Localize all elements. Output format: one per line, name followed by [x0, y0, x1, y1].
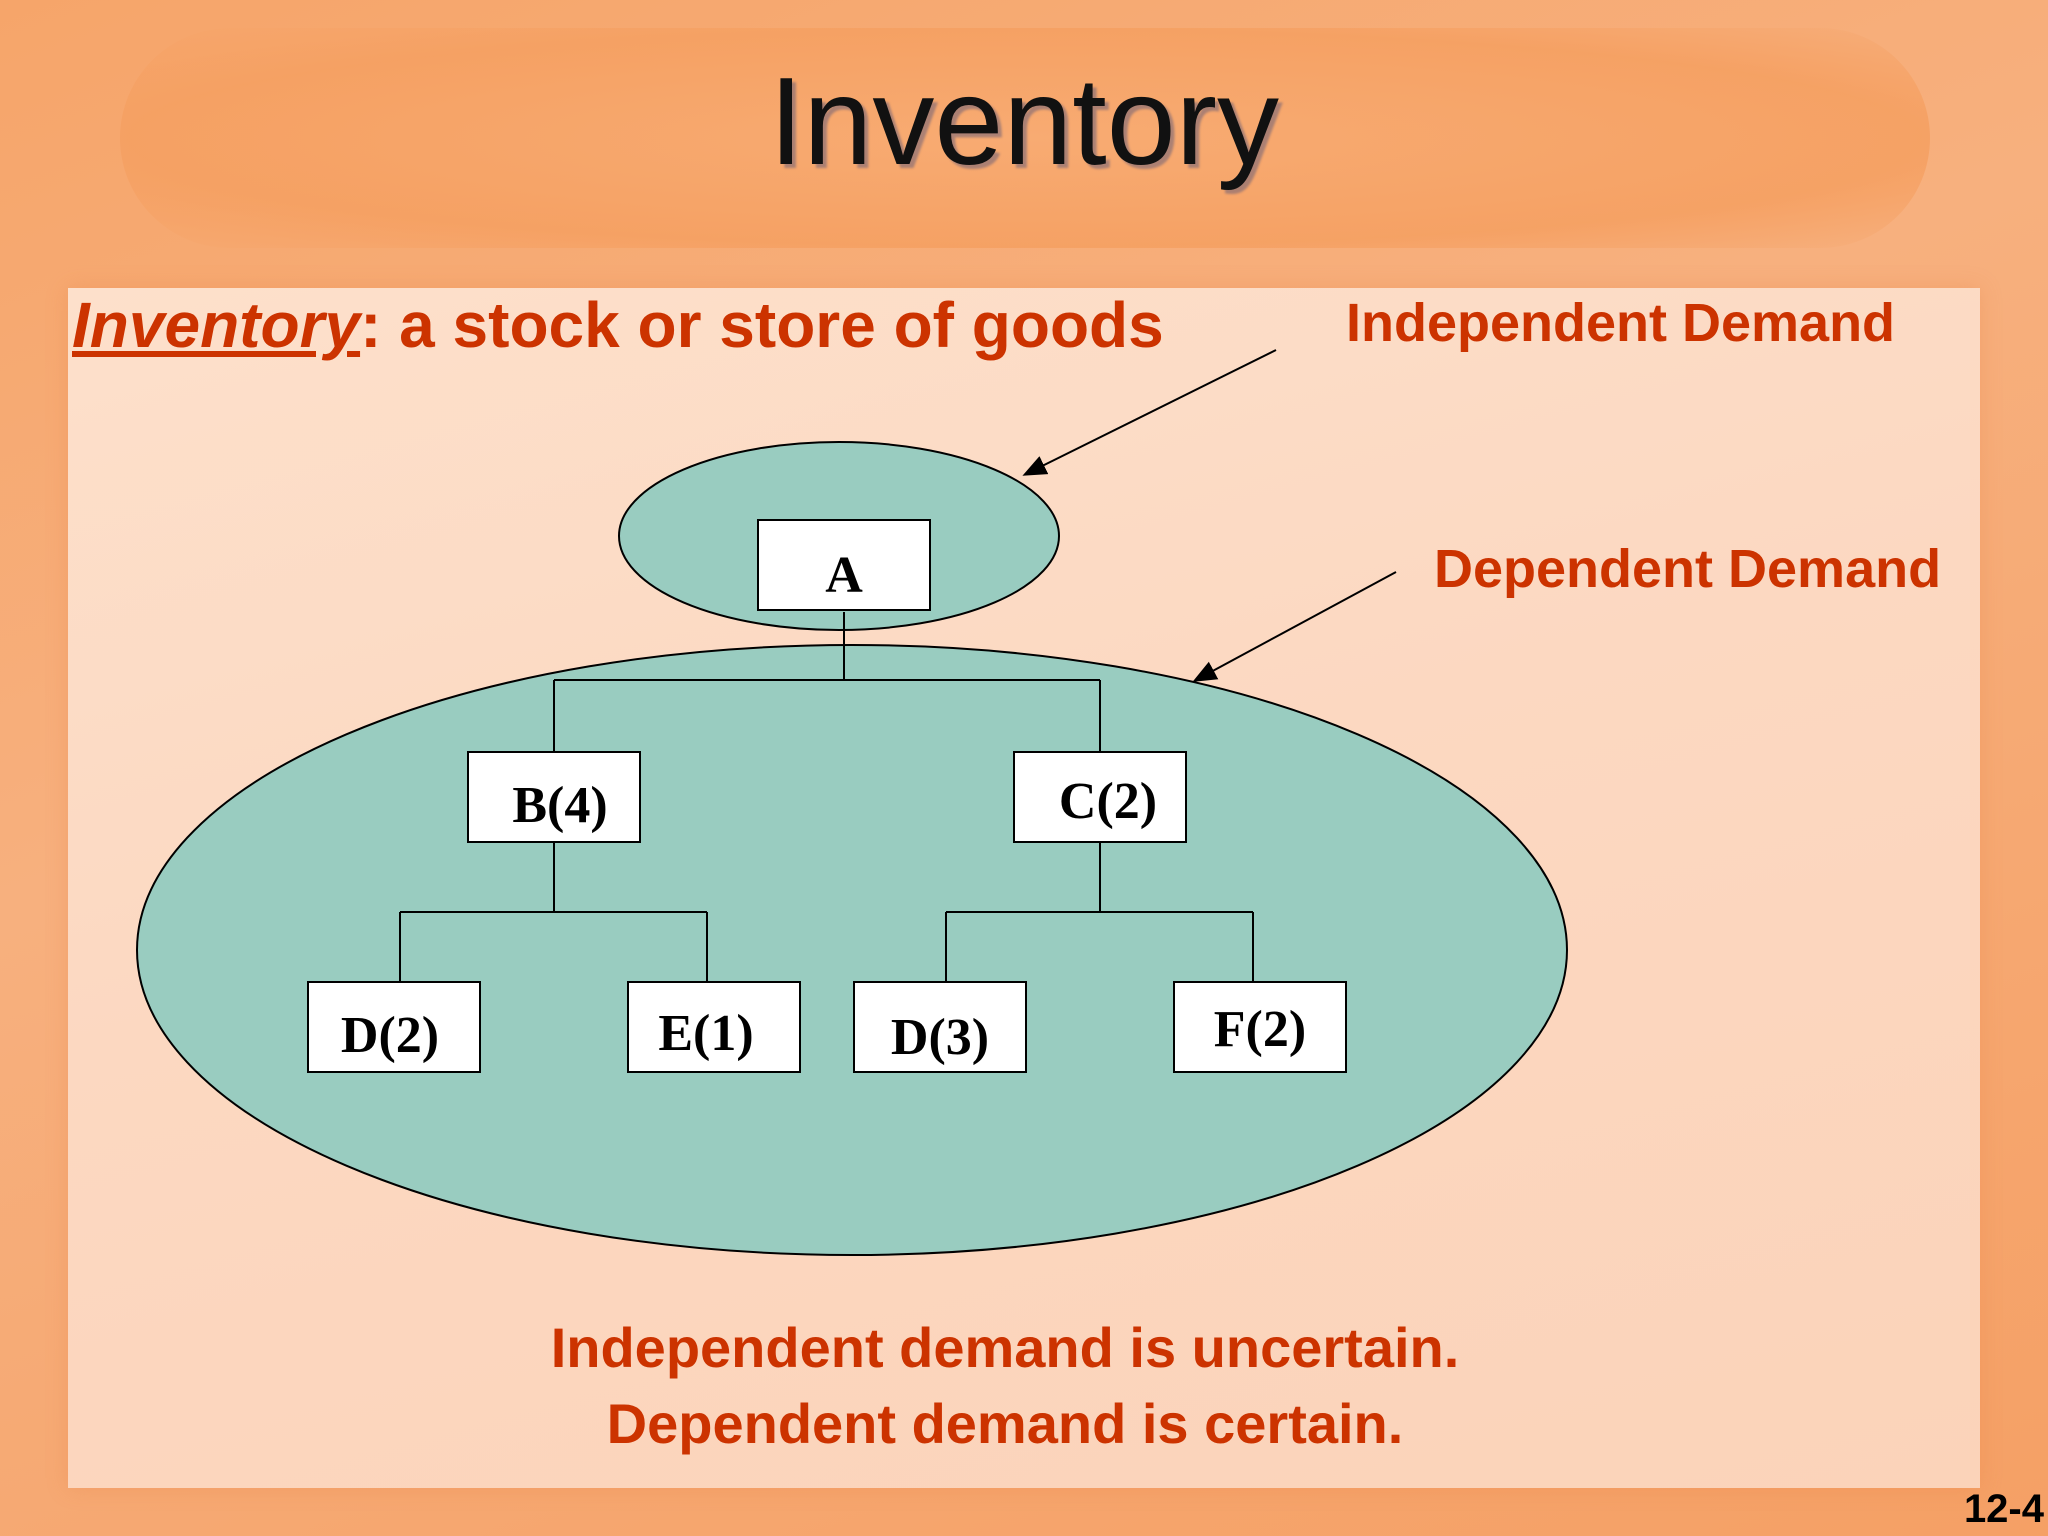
definition-term: Inventory: [72, 289, 361, 361]
node-level1-1: C(2): [1013, 751, 1187, 843]
node-level1-1-label: C(2): [1059, 773, 1157, 830]
node-level2-2-label: D(3): [891, 1009, 989, 1066]
definition: Inventory: a stock or store of goods: [72, 290, 1164, 360]
page-number: 12-4: [1963, 1487, 2044, 1531]
definition-text: : a stock or store of goods: [360, 289, 1164, 361]
node-level2-2: D(3): [853, 981, 1027, 1073]
label-independent-demand: Independent Demand: [1346, 293, 1896, 353]
slide-title: Inventory: [768, 53, 1280, 191]
node-level1-0-label: B(4): [512, 777, 607, 834]
bottom-statement: Independent demand is uncertain. Depende…: [0, 1310, 2010, 1461]
node-root: A: [757, 519, 931, 611]
node-level2-0-label: D(2): [341, 1007, 439, 1064]
node-level2-3: F(2): [1173, 981, 1347, 1073]
arrow-independent: [1022, 349, 1277, 476]
bottom-line-dependent: Dependent demand is certain.: [606, 1391, 1404, 1455]
node-level1-0: B(4): [467, 751, 641, 843]
node-level2-0: D(2): [307, 981, 481, 1073]
node-level2-1-label: E(1): [658, 1005, 753, 1062]
title-band: [120, 28, 1930, 248]
node-root-label: A: [825, 547, 863, 604]
dependent-demand-ellipse: [136, 644, 1568, 1256]
node-level2-1: E(1): [627, 981, 801, 1073]
arrow-dependent: [1192, 571, 1397, 682]
tree-connectors: [399, 612, 1254, 982]
label-dependent-demand: Dependent Demand: [1434, 539, 1942, 599]
bottom-line-independent: Independent demand is uncertain.: [550, 1316, 1460, 1379]
node-level2-3-label: F(2): [1214, 1001, 1306, 1058]
